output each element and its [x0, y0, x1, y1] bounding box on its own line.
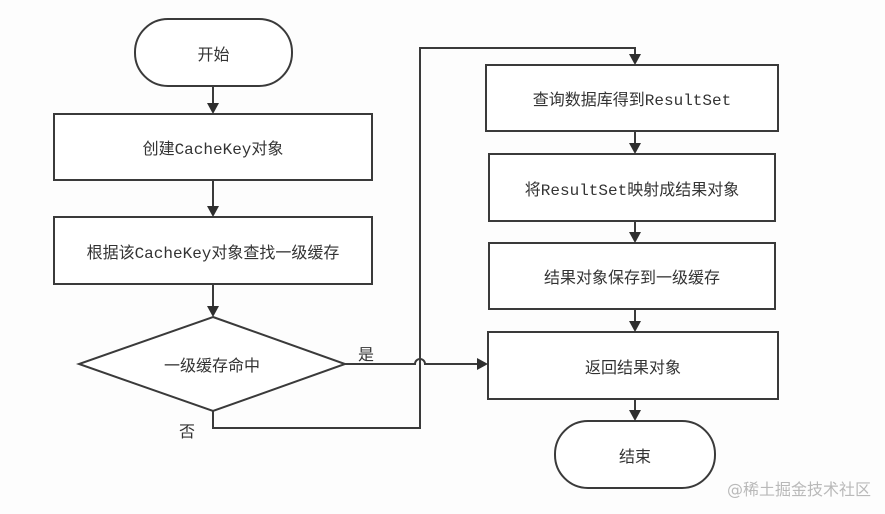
arrowhead-icon — [629, 232, 641, 243]
arrowhead-icon — [629, 321, 641, 332]
map-result-label: 将ResultSet映射成结果对象 — [524, 181, 740, 200]
arrowhead-icon — [207, 206, 219, 217]
arrowhead-icon — [477, 358, 488, 370]
lookup-cache-label: 根据该CacheKey对象查找一级缓存 — [86, 244, 340, 263]
edge-yes-branch — [345, 358, 478, 365]
arrowhead-icon — [629, 410, 641, 421]
arrowhead-icon — [629, 54, 641, 65]
save-cache-shape — [488, 242, 776, 310]
arrowhead-icon — [207, 103, 219, 114]
yes-edge-label: 是 — [358, 345, 375, 364]
return-result-shape — [487, 331, 779, 400]
return-result-label: 返回结果对象 — [584, 357, 681, 377]
query-db-label: 查询数据库得到ResultSet — [532, 92, 732, 110]
query-db-shape — [485, 64, 779, 132]
watermark: @稀土掘金技术社区 — [726, 480, 871, 499]
arrowhead-icon — [629, 143, 641, 154]
no-edge-label: 否 — [179, 422, 196, 441]
arrowhead-icon — [207, 306, 219, 317]
save-cache-label: 结果对象保存到一级缓存 — [543, 268, 720, 287]
map-result-shape — [488, 153, 776, 222]
end-node-label: 结束 — [618, 446, 651, 466]
create-key-shape — [53, 113, 373, 181]
edge-no-branch — [212, 47, 636, 429]
start-node-label: 开始 — [197, 44, 230, 64]
create-key-label: 创建CacheKey对象 — [142, 141, 284, 159]
decision-label: 一级缓存命中 — [163, 356, 260, 375]
